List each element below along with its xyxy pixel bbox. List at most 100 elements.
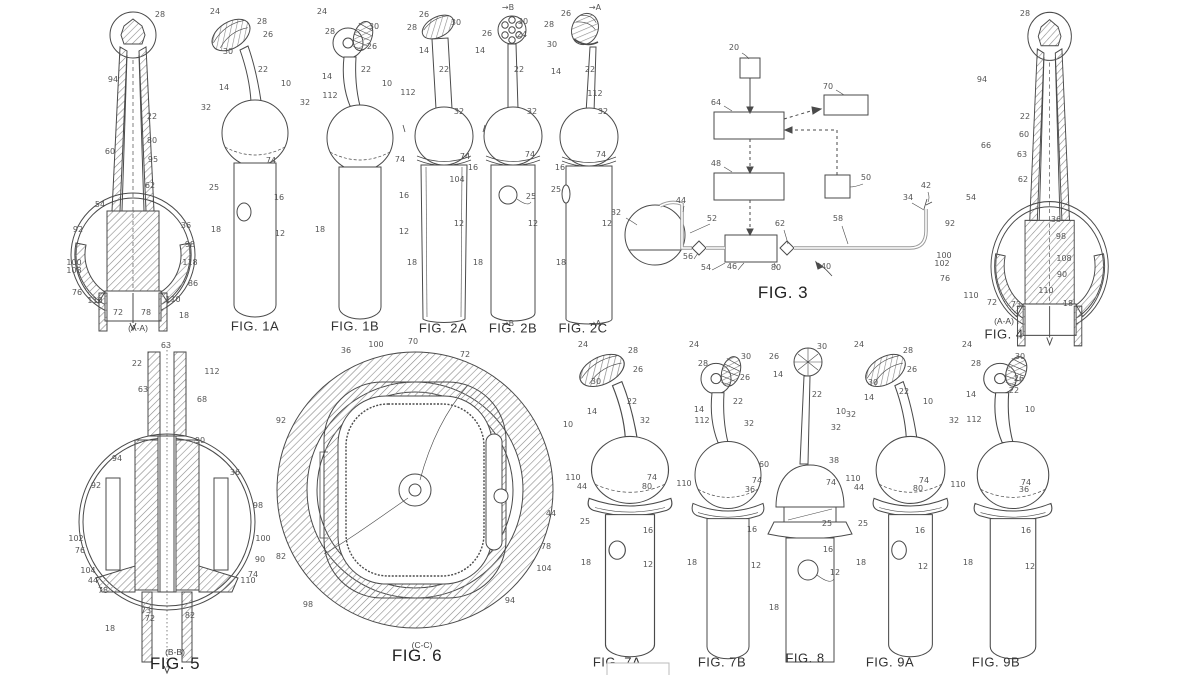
ref-numeral: 80 <box>770 263 782 272</box>
fig6-artwork <box>276 351 554 629</box>
ref-numeral: 18 <box>686 558 698 567</box>
ref-numeral: 32 <box>639 416 651 425</box>
ref-numeral: 54 <box>94 200 106 209</box>
ref-numeral: 112 <box>966 415 982 424</box>
ref-numeral: 28 <box>697 359 709 368</box>
ref-numeral: 102 <box>934 259 950 268</box>
ref-numeral: 18 <box>768 603 780 612</box>
ref-numeral: 60 <box>1018 130 1030 139</box>
ref-numeral: 22 <box>626 397 638 406</box>
ref-numeral: 44 <box>87 576 99 585</box>
ref-numeral: 25 <box>579 517 591 526</box>
ref-numeral: 18 <box>472 258 484 267</box>
ref-numeral: 22 <box>811 390 823 399</box>
ref-numeral: 48 <box>710 159 722 168</box>
ref-numeral: 72 <box>112 308 124 317</box>
ref-numeral: 78 <box>540 542 552 551</box>
figure-label: FIG. 5 <box>149 654 201 673</box>
section-marker: (A-A) <box>994 316 1014 326</box>
ref-numeral: 110 <box>87 296 103 305</box>
ref-numeral: 66 <box>980 141 992 150</box>
ref-numeral: 18 <box>178 311 190 320</box>
ref-numeral: 22 <box>584 65 596 74</box>
ref-numeral: 100 <box>255 534 271 543</box>
ref-numeral: 10 <box>835 407 847 416</box>
ref-numeral: 16 <box>1020 526 1032 535</box>
ref-numeral: 18 <box>210 225 222 234</box>
ref-numeral: 18 <box>580 558 592 567</box>
ref-numeral: 26 <box>739 373 751 382</box>
ref-numeral: 22 <box>257 65 269 74</box>
ref-numeral: 78 <box>97 586 109 595</box>
ref-numeral: 10 <box>280 79 292 88</box>
ref-numeral: 14 <box>965 390 977 399</box>
ref-numeral: 62 <box>144 181 156 190</box>
ref-numeral: 76 <box>939 274 951 283</box>
ref-numeral: 32 <box>526 107 538 116</box>
ref-numeral: 10 <box>922 397 934 406</box>
ref-numeral: 18 <box>104 624 116 633</box>
ref-numeral: 30 <box>590 377 602 386</box>
ref-numeral: 26 <box>632 365 644 374</box>
ref-numeral: 24 <box>961 340 973 349</box>
ref-numeral: 62 <box>1017 175 1029 184</box>
fig7B-artwork <box>691 356 765 660</box>
ref-numeral: 12 <box>1024 562 1036 571</box>
section-marker: (A-A) <box>128 323 148 333</box>
ref-numeral: 98 <box>184 240 196 249</box>
ref-numeral: 30 <box>517 17 529 26</box>
ref-numeral: 36 <box>180 221 192 230</box>
ref-numeral: 72 <box>459 350 471 359</box>
ref-numeral: 18 <box>406 258 418 267</box>
ref-numeral: 44 <box>853 483 865 492</box>
ref-numeral: 74 <box>825 478 837 487</box>
ref-numeral: 110 <box>845 474 861 483</box>
figAA-artwork <box>70 11 196 332</box>
fig7A-artwork <box>579 353 673 658</box>
ref-numeral: 42 <box>920 181 932 190</box>
ref-numeral: 36 <box>340 346 352 355</box>
ref-numeral: 26 <box>560 9 572 18</box>
ref-numeral: 30 <box>740 352 752 361</box>
ref-numeral: 82 <box>275 552 287 561</box>
ref-numeral: 70 <box>407 337 419 346</box>
ref-numeral: 104 <box>536 564 552 573</box>
ref-numeral: 112 <box>587 89 603 98</box>
ref-numeral: 14 <box>218 83 230 92</box>
figure-label: FIG. 4 <box>984 326 1024 342</box>
ref-numeral: 74 <box>1020 478 1032 487</box>
ref-numeral: 74 <box>247 570 259 579</box>
ref-numeral: 14 <box>550 67 562 76</box>
ref-numeral: 18 <box>1062 299 1074 308</box>
ref-numeral: 40 <box>820 262 832 271</box>
ref-numeral: 98 <box>1055 232 1067 241</box>
ref-numeral: 90 <box>194 436 206 445</box>
ref-numeral: 94 <box>107 75 119 84</box>
ref-numeral: 30 <box>1014 352 1026 361</box>
ref-numeral: 26 <box>418 10 430 19</box>
ref-numeral: 92 <box>275 416 287 425</box>
ref-numeral: 24 <box>316 7 328 16</box>
ref-numeral: 54 <box>700 263 712 272</box>
ref-numeral: 98 <box>302 600 314 609</box>
figure-label: FIG. 2C <box>558 320 608 336</box>
ref-numeral: 26 <box>481 29 493 38</box>
ref-numeral: 100 <box>368 340 384 349</box>
ref-numeral: 26 <box>906 365 918 374</box>
ref-numeral: 12 <box>453 219 465 228</box>
ref-numeral: 30 <box>546 40 558 49</box>
ref-numeral: 94 <box>976 75 988 84</box>
ref-numeral: 32 <box>299 98 311 107</box>
ref-numeral: 62 <box>774 219 786 228</box>
figure-label: FIG. 9A <box>865 654 915 670</box>
ref-numeral: 90 <box>254 555 266 564</box>
ref-numeral: 12 <box>750 561 762 570</box>
ref-numeral: 118 <box>182 258 198 267</box>
ref-numeral: 12 <box>527 219 539 228</box>
ref-numeral: 108 <box>1056 254 1072 263</box>
